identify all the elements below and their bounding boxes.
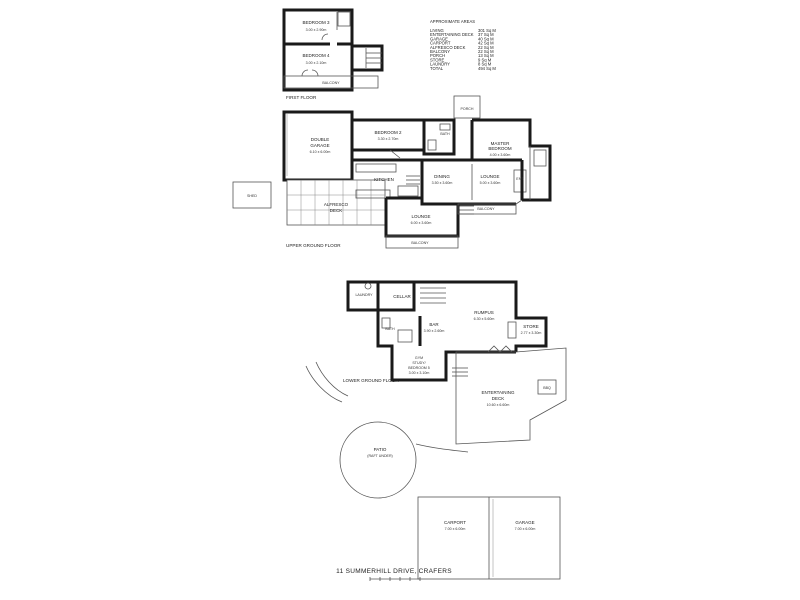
area-name: LIVING	[430, 28, 444, 33]
area-value: 22 Sq M	[478, 49, 494, 54]
bbq-label: BBQ	[543, 386, 551, 390]
bedroom2-dim: 3.30 x 2.70m	[378, 137, 399, 141]
alfresco-label: ALFRESCO	[324, 202, 349, 207]
store-dim: 2.77 x 3.30m	[521, 331, 542, 335]
lounge-upper-dim: 5.00 x 3.60m	[480, 181, 501, 185]
area-name: TOTAL	[430, 66, 444, 71]
area-name: ENTERTAINING DECK	[430, 32, 474, 37]
rumpus-label: RUMPUS	[474, 310, 494, 315]
lounge-upper-label: LOUNGE	[480, 174, 499, 179]
master-label2: BEDROOM	[488, 146, 512, 151]
study-label2: STUDY/	[412, 361, 425, 365]
balcony-first-label: BALCONY	[322, 81, 340, 85]
master-label: MASTER	[491, 141, 511, 146]
bedroom4-label: BEDROOM 4	[302, 53, 330, 58]
bedroom3-label: BEDROOM 3	[302, 20, 330, 25]
laundry-label: LAUNDRY	[355, 293, 373, 297]
area-name: BALCONY	[430, 49, 450, 54]
area-value: 301 Sq M	[478, 28, 496, 33]
lower-floor-title: LOWER GROUND FLOOR	[343, 378, 399, 383]
dining-label: DINING	[434, 174, 450, 179]
lounge-lower-label: LOUNGE	[411, 214, 430, 219]
garage-label: GARAGE	[515, 520, 534, 525]
bar-label: BAR	[429, 322, 439, 327]
study-label3: BEDROOM 5	[408, 366, 430, 370]
study-dim: 3.00 x 3.10m	[409, 371, 430, 375]
first-floor: BEDROOM 3 3.00 x 2.90m BEDROOM 4 3.00 x …	[282, 8, 384, 100]
ent-deck-label2: DECK	[492, 396, 505, 401]
patio-sublabel: (RAFT UNDER)	[367, 454, 393, 458]
area-value: 494 Sq M	[478, 66, 496, 71]
bath-upper-label: BATH	[440, 132, 450, 136]
rumpus-dim: 6.30 x 5.60m	[474, 317, 495, 321]
carport-label: CARPORT	[444, 520, 466, 525]
garage-dim: 7.00 x 6.00m	[515, 527, 536, 531]
bath-lower-label: BATH	[385, 327, 395, 331]
master-dim: 4.00 x 3.60m	[490, 153, 511, 157]
address-title: 11 SUMMERHILL DRIVE, CRAFERS	[336, 568, 452, 575]
bar-dim: 3.90 x 2.60m	[424, 329, 445, 333]
areas-table: APPROXIMATE AREAS LIVING 301 Sq M ENTERT…	[430, 19, 496, 71]
garage-double-label2: GARAGE	[310, 143, 329, 148]
lower-ground-floor: LAUNDRY CELLAR RUMPUS 6.30 x 5.60m STORE…	[305, 280, 567, 499]
area-name: PORCH	[430, 53, 445, 58]
cellar-label: CELLAR	[393, 294, 411, 299]
bedroom4-dim: 3.00 x 2.10m	[306, 61, 327, 65]
bedroom2-label: BEDROOM 2	[374, 130, 402, 135]
area-value: 8 Sq M	[478, 62, 492, 67]
area-value: 42 Sq M	[478, 41, 494, 46]
upper-ground-floor: SHED PORCH	[232, 95, 552, 249]
area-name: GARAGE	[430, 36, 448, 41]
area-value: 13 Sq M	[478, 53, 494, 58]
first-floor-title: FIRST FLOOR	[286, 95, 317, 100]
balcony-upper-label: BALCONY	[477, 207, 495, 211]
ent-deck-label: ENTERTAINING	[481, 390, 515, 395]
garage-double-dim: 6.10 x 6.00m	[310, 150, 331, 154]
carport-garage: CARPORT 7.00 x 6.00m GARAGE 7.00 x 6.00m	[417, 496, 561, 580]
area-value: 22 Sq M	[478, 45, 494, 50]
store-label: STORE	[523, 324, 538, 329]
upper-floor-title: UPPER GROUND FLOOR	[286, 243, 341, 248]
area-value: 37 Sq M	[478, 32, 494, 37]
area-value: 9 Sq M	[478, 57, 492, 62]
alfresco-label2: DECK	[330, 208, 343, 213]
ent-deck-dim: 10.60 x 6.60m	[487, 403, 510, 407]
porch-label: PORCH	[461, 107, 474, 111]
area-name: STORE	[430, 57, 445, 62]
area-name: ALFRESCO DECK	[430, 45, 466, 50]
lounge-lower-dim: 6.00 x 3.60m	[411, 221, 432, 225]
shed-label: SHED	[247, 194, 257, 198]
dining-dim: 3.50 x 3.60m	[432, 181, 453, 185]
areas-title: APPROXIMATE AREAS	[430, 19, 475, 24]
ensuite-label: ENS	[516, 177, 524, 181]
area-value: 40 Sq M	[478, 36, 494, 41]
balcony-lower-label: BALCONY	[411, 241, 429, 245]
carport-dim: 7.00 x 6.00m	[445, 527, 466, 531]
bedroom3-dim: 3.00 x 2.90m	[306, 28, 327, 32]
area-name: LAUNDRY	[430, 62, 450, 67]
scale-bar	[369, 577, 421, 581]
garage-double-label: DOUBLE	[311, 137, 330, 142]
area-name: CARPORT	[430, 41, 451, 46]
study-label: GYM	[415, 356, 423, 360]
patio-label: PATIO	[374, 447, 387, 452]
kitchen-label: KITCHEN	[374, 177, 394, 182]
